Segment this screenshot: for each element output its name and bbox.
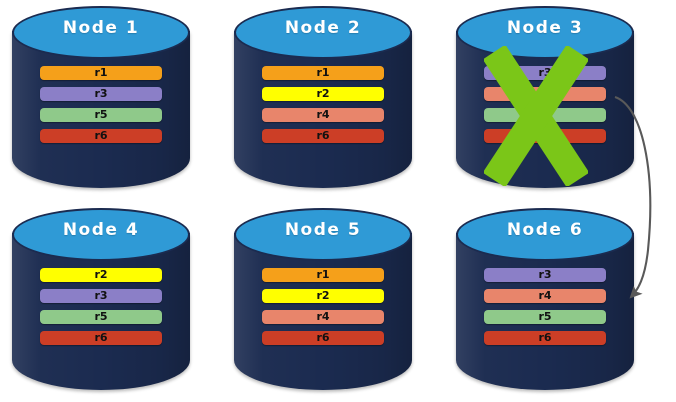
record-bar[interactable]: r5 [484,108,606,122]
migration-arrow-path [614,96,652,299]
record-bar[interactable]: r2 [262,289,384,303]
record-bar[interactable]: r4 [484,289,606,303]
node-3-record-list: r3 r4 r5 r6 [484,66,606,143]
record-bar[interactable]: r6 [40,129,162,143]
node-5-cylinder-top [234,208,412,261]
record-bar[interactable]: r5 [484,310,606,324]
record-bar[interactable]: r2 [40,268,162,282]
node-1-cylinder-top [12,6,190,59]
node-4-cylinder-top [12,208,190,261]
node-6[interactable]: Node 6 r3 r4 r5 r6 [456,206,634,390]
node-4-label: Node 4 [62,220,140,240]
record-bar[interactable]: r6 [262,331,384,345]
node-2-record-list: r1 r2 r4 r6 [262,66,384,143]
node-3-label: Node 3 [506,18,584,38]
record-bar[interactable]: r3 [484,66,606,80]
node-5[interactable]: Node 5 r1 r2 r4 r6 [234,206,412,390]
node-2[interactable]: Node 2 r1 r2 r4 r6 [234,4,412,188]
node-1-record-list: r1 r3 r5 r6 [40,66,162,143]
node-4[interactable]: Node 4 r2 r3 r5 r6 [12,206,190,390]
migration-arrow [614,96,652,299]
record-bar[interactable]: r3 [40,289,162,303]
node-1[interactable]: Node 1 r1 r3 r5 r6 [12,4,190,188]
record-bar[interactable]: r3 [484,268,606,282]
node-2-label: Node 2 [284,18,362,38]
record-bar[interactable]: r6 [484,129,606,143]
node-5-label: Node 5 [284,220,362,240]
record-bar[interactable]: r6 [484,331,606,345]
node-6-cylinder-top [456,208,634,261]
record-bar[interactable]: r1 [262,66,384,80]
record-bar[interactable]: r5 [40,108,162,122]
record-bar[interactable]: r4 [484,87,606,101]
record-bar[interactable]: r2 [262,87,384,101]
node-6-record-list: r3 r4 r5 r6 [484,268,606,345]
record-bar[interactable]: r4 [262,108,384,122]
record-bar[interactable]: r1 [262,268,384,282]
record-bar[interactable]: r3 [40,87,162,101]
node-6-label: Node 6 [506,220,584,240]
node-2-cylinder-top [234,6,412,59]
record-bar[interactable]: r6 [262,129,384,143]
node-1-label: Node 1 [62,18,140,38]
node-5-record-list: r1 r2 r4 r6 [262,268,384,345]
record-bar[interactable]: r6 [40,331,162,345]
record-bar[interactable]: r1 [40,66,162,80]
record-bar[interactable]: r5 [40,310,162,324]
node-4-record-list: r2 r3 r5 r6 [40,268,162,345]
record-bar[interactable]: r4 [262,310,384,324]
